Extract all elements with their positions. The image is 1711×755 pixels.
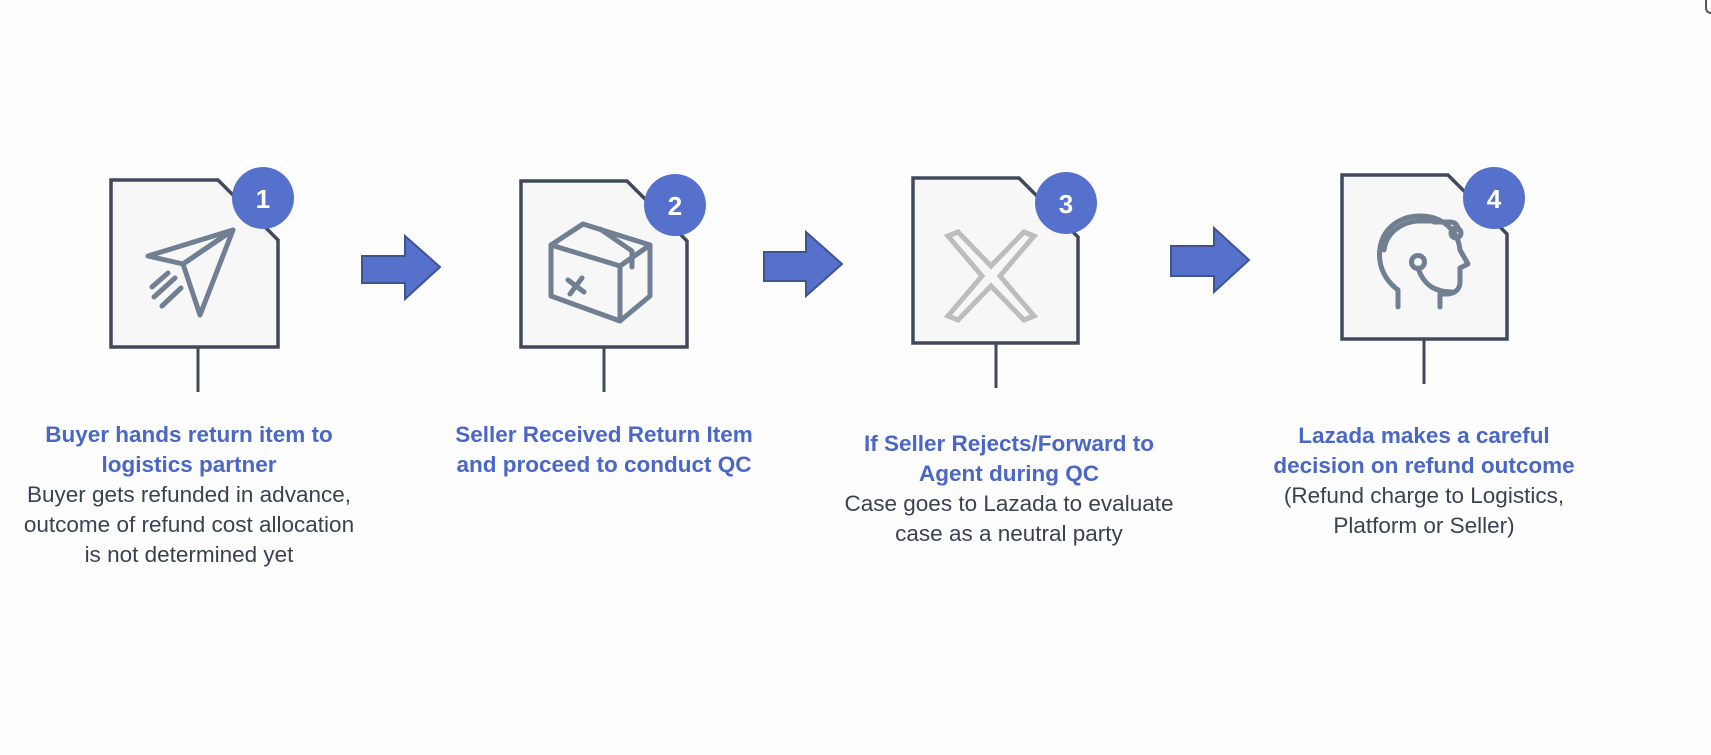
step-3-title: If Seller Rejects/Forward to Agent durin… [863,431,1155,486]
page-corner-mark [1705,0,1711,14]
cross-icon [943,229,1039,323]
step-3-description: Case goes to Lazada to evaluate case as … [844,491,1174,546]
support-agent-icon [1377,213,1471,310]
step-1-description: Buyer gets refunded in advance, outcome … [23,482,355,567]
paper-plane-icon [145,227,236,318]
step-4-card: 4 [1340,167,1525,384]
step-1-badge-number: 1 [256,184,270,214]
step-4-badge-number: 4 [1487,184,1502,214]
step-2-badge [644,174,706,236]
step-1-badge [232,167,294,229]
arrow-right-icon [1170,225,1251,295]
package-box-icon [548,221,653,324]
step-2-title: Seller Received Return Item and proceed … [455,422,753,477]
step-2-caption: Seller Received Return Item and proceed … [444,420,764,480]
step-3-caption: If Seller Rejects/Forward to Agent durin… [834,429,1184,549]
arrow-right-icon [763,229,844,299]
step-4-caption: Lazada makes a careful decision on refun… [1268,421,1580,541]
step-2-badge-number: 2 [668,191,682,221]
step-2-card: 2 [519,174,706,392]
step-3-badge [1035,172,1097,234]
step-1-caption: Buyer hands return item to logistics par… [14,420,364,570]
step-1-frame [109,178,280,349]
step-4-title: Lazada makes a careful decision on refun… [1273,423,1575,478]
arrow-right-icon [361,233,442,302]
step-4-badge [1463,167,1525,229]
step-1-title: Buyer hands return item to logistics par… [45,422,333,477]
step-3-card: 3 [911,172,1097,388]
step-1-card: 1 [109,167,294,392]
step-3-badge-number: 3 [1059,189,1073,219]
step-4-description: (Refund charge to Logistics, Platform or… [1283,483,1565,538]
step-2-frame [519,179,689,349]
